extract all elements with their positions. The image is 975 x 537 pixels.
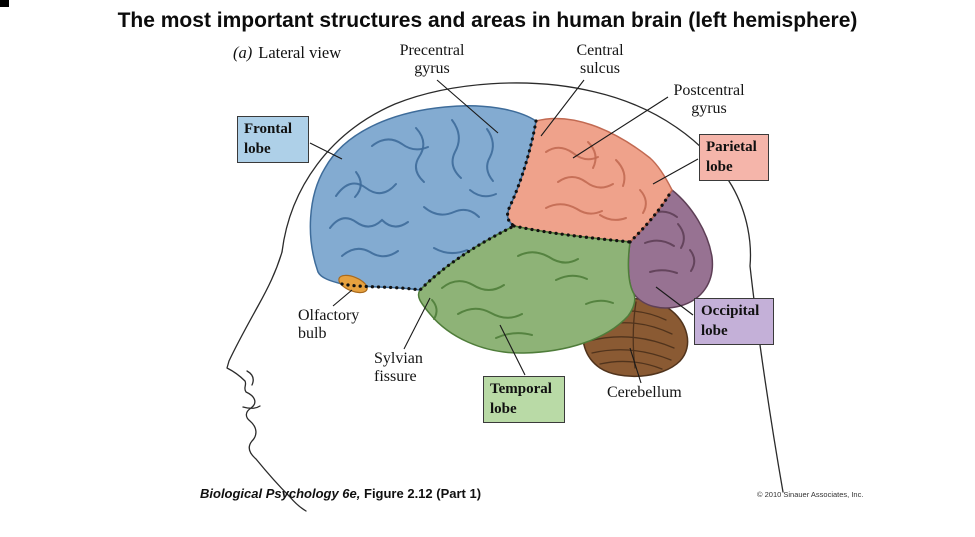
olfactory-bulb-shape xyxy=(338,274,368,294)
label-postcentral-gyrus: Postcentral gyrus xyxy=(673,82,745,118)
parieto-occipital-dotted-line xyxy=(628,188,674,244)
olfactory-pointer-line xyxy=(332,289,353,307)
credit-figure-number: Figure 2.12 (Part 1) xyxy=(360,486,482,501)
label-central-sulcus: Central sulcus xyxy=(576,42,624,78)
nostril-line xyxy=(246,370,254,386)
parietal-temporal-dotted-line xyxy=(512,224,632,244)
temporal-pointer-line xyxy=(499,324,526,376)
mouth-line xyxy=(242,405,261,409)
postcentral-pointer-line xyxy=(572,96,669,159)
central-sulcus-pointer-line xyxy=(540,79,585,137)
temporal-lobe-label-box: Temporal lobe xyxy=(483,376,565,423)
slide-title: The most important structures and areas … xyxy=(117,9,858,32)
label-cerebellum: Cerebellum xyxy=(607,384,682,401)
frontal-pointer-line xyxy=(309,142,343,160)
frontal-lobe-label-box: Frontal lobe xyxy=(237,116,309,163)
label-precentral-gyrus: Precentral gyrus xyxy=(399,42,465,78)
occipital-pointer-line xyxy=(655,286,694,316)
occipital-lobe-label-box: Occipital lobe xyxy=(694,298,774,345)
panel-letter: (a) xyxy=(233,43,253,62)
figure-credit: Biological Psychology 6e, Figure 2.12 (P… xyxy=(200,486,481,501)
copyright-notice: © 2010 Sinauer Associates, Inc. xyxy=(757,490,864,499)
sylvian-fissure-dotted-line xyxy=(340,224,516,292)
parietal-gyri-lines xyxy=(545,141,647,221)
parietal-lobe-label-box: Parietal lobe xyxy=(699,134,769,181)
label-olfactory-bulb: Olfactory bulb xyxy=(298,307,360,343)
panel-view-label: (a) Lateral view xyxy=(233,43,341,63)
lobe-boundaries xyxy=(340,119,674,292)
occipital-gyri-lines xyxy=(644,210,696,274)
cerebellum-pointer-line xyxy=(629,347,642,384)
sylvian-pointer-line xyxy=(403,297,431,350)
pointer-lines xyxy=(309,79,699,384)
precentral-pointer-line xyxy=(436,79,499,134)
view-label-text: Lateral view xyxy=(258,43,342,62)
frontal-gyri-lines xyxy=(329,119,497,258)
credit-book-title: Biological Psychology 6e, xyxy=(200,486,361,501)
central-sulcus-dotted-line xyxy=(506,119,538,228)
parietal-pointer-line xyxy=(652,158,699,185)
face-outline xyxy=(226,251,307,512)
label-sylvian-fissure: Sylvian fissure xyxy=(374,350,423,386)
slide-corner-artifact xyxy=(0,0,9,7)
temporal-gyri-lines xyxy=(431,251,614,339)
